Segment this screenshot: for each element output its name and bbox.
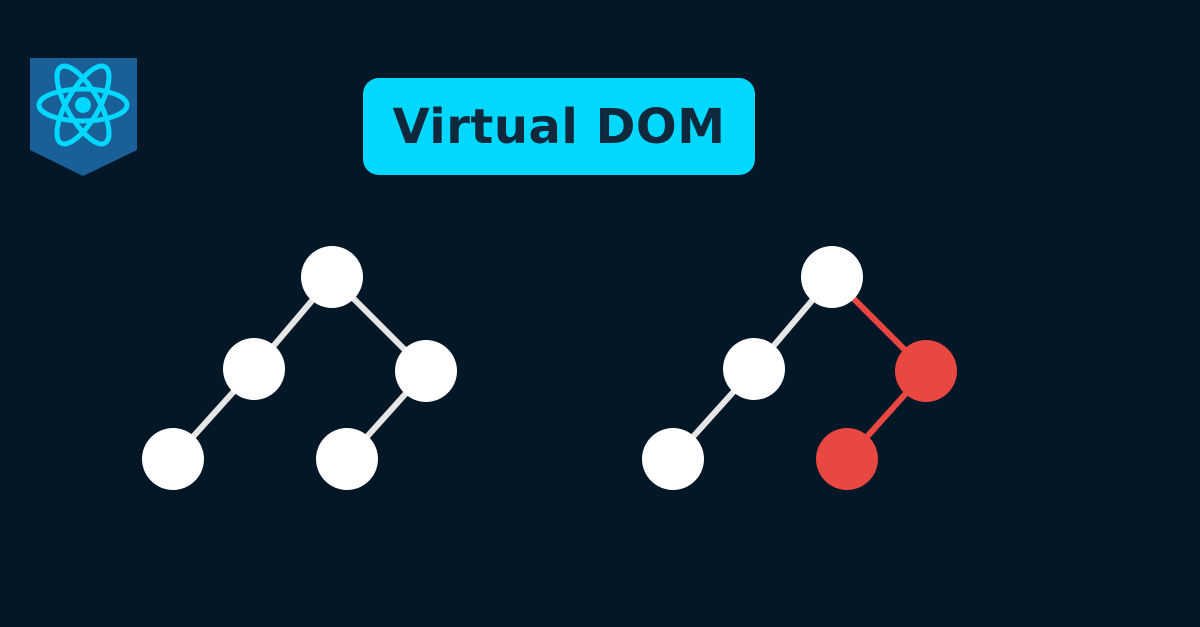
node-right-child: [895, 340, 957, 402]
node-root: [801, 246, 863, 308]
page-title: Virtual DOM: [392, 98, 726, 155]
node-left-child: [223, 338, 285, 400]
node-left-left-leaf: [142, 428, 204, 490]
node-left-left-leaf: [642, 428, 704, 490]
node-root: [301, 246, 363, 308]
node-right-child: [395, 340, 457, 402]
react-logo: [30, 58, 137, 176]
title-badge: Virtual DOM: [363, 78, 755, 175]
react-atom-icon: [36, 63, 130, 147]
original-tree: [142, 246, 457, 490]
updated-tree: [642, 246, 957, 490]
node-right-left-leaf: [316, 428, 378, 490]
node-left-child: [723, 338, 785, 400]
node-right-left-leaf: [816, 428, 878, 490]
